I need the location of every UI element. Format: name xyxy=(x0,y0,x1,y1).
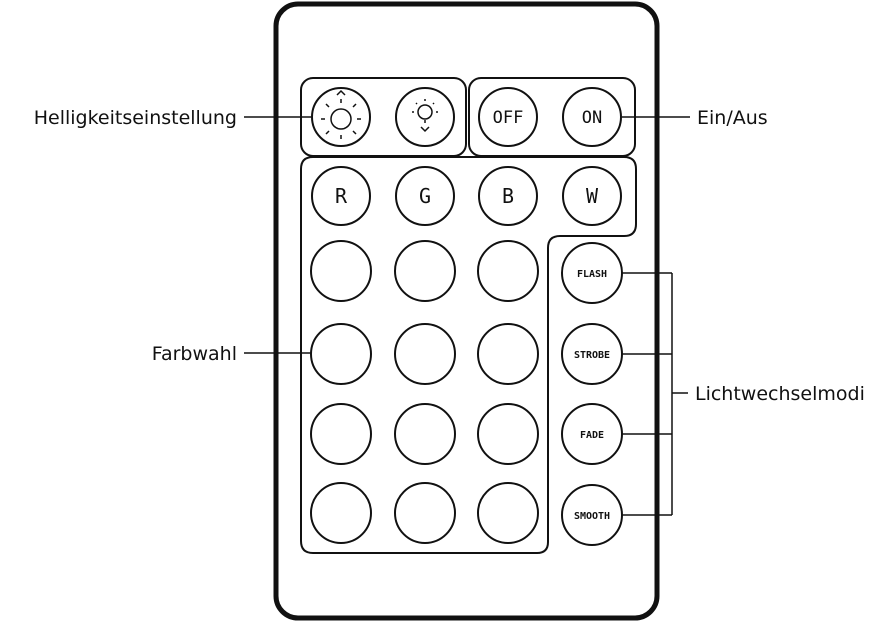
color-group-outline xyxy=(300,156,637,554)
color-button[interactable] xyxy=(394,323,456,385)
color-button[interactable] xyxy=(394,240,456,302)
color-button[interactable] xyxy=(310,403,372,465)
fade-button[interactable]: FADE xyxy=(561,403,623,465)
white-button-label: W xyxy=(586,184,599,208)
brightness-up-icon xyxy=(321,89,361,139)
fade-button-label: FADE xyxy=(580,430,604,441)
flash-button[interactable]: FLASH xyxy=(561,242,623,304)
green-button[interactable]: G xyxy=(395,166,455,226)
brightness-down-button[interactable] xyxy=(395,87,455,147)
color-button[interactable] xyxy=(477,240,539,302)
on-button-label: ON xyxy=(582,108,602,128)
flash-button-label: FLASH xyxy=(577,269,607,280)
off-button[interactable]: OFF xyxy=(478,87,538,147)
red-button-label: R xyxy=(335,184,348,208)
green-button-label: G xyxy=(419,184,431,208)
color-button[interactable] xyxy=(310,482,372,544)
color-grid xyxy=(310,240,539,544)
color-select-label: Farbwahl xyxy=(152,343,237,365)
off-button-label: OFF xyxy=(493,108,524,128)
white-button[interactable]: W xyxy=(562,166,622,226)
brightness-label: Helligkeitseinstellung xyxy=(34,107,237,129)
brightness-up-button[interactable] xyxy=(311,87,371,147)
color-button[interactable] xyxy=(477,323,539,385)
color-button[interactable] xyxy=(477,403,539,465)
blue-button[interactable]: B xyxy=(478,166,538,226)
blue-button-label: B xyxy=(502,184,514,208)
color-button[interactable] xyxy=(310,323,372,385)
color-button[interactable] xyxy=(477,482,539,544)
modes-label: Lichtwechselmodi xyxy=(695,383,865,405)
color-button[interactable] xyxy=(394,482,456,544)
on-button[interactable]: ON xyxy=(562,87,622,147)
smooth-button[interactable]: SMOOTH xyxy=(561,484,623,546)
color-button[interactable] xyxy=(394,403,456,465)
color-button[interactable] xyxy=(310,240,372,302)
strobe-button[interactable]: STROBE xyxy=(561,323,623,385)
remote-body xyxy=(273,1,660,621)
red-button[interactable]: R xyxy=(311,166,371,226)
power-label: Ein/Aus xyxy=(697,107,768,129)
brightness-down-icon xyxy=(412,99,438,133)
smooth-button-label: SMOOTH xyxy=(574,511,610,522)
strobe-button-label: STROBE xyxy=(574,350,610,361)
modes-bracket xyxy=(622,272,688,516)
